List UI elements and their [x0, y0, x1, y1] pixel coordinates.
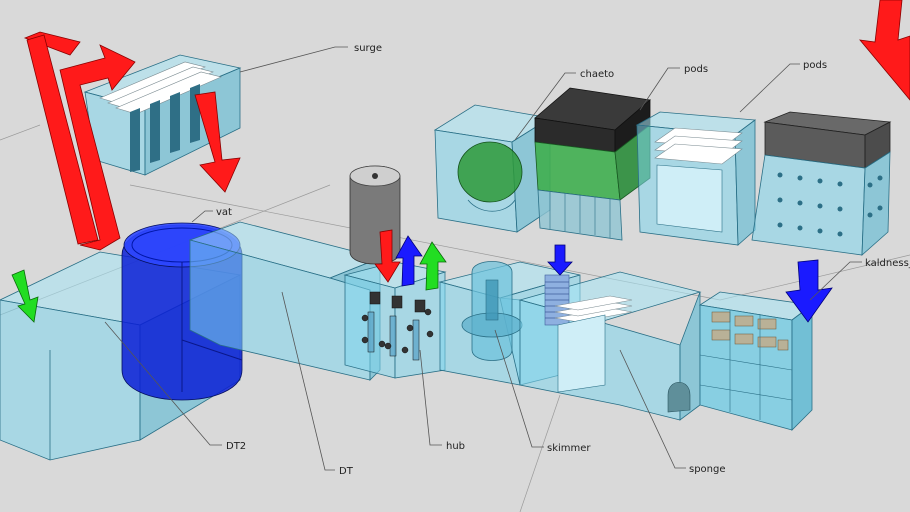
chaeto-reactor[interactable]: [433, 104, 552, 233]
red-flow-arrow-hub: [374, 229, 401, 283]
kaldness-reactor[interactable]: [698, 291, 814, 431]
red-flow-arrow: [23, 31, 136, 251]
surge-tank[interactable]: [83, 54, 242, 176]
pods-tank-2[interactable]: [751, 111, 892, 256]
pods-dots: [777, 172, 883, 237]
chaeto-light[interactable]: [534, 87, 651, 241]
chaeto-ball: [457, 141, 523, 203]
label-pods-1: pods: [684, 64, 708, 75]
label-hub: hub: [446, 441, 465, 452]
sponge-section[interactable]: [518, 271, 702, 421]
green-flow-arrow-hub: [419, 241, 447, 291]
label-vat: vat: [216, 207, 232, 218]
leader-lines: [104, 46, 862, 471]
red-flow-arrow-corner: [859, 0, 910, 101]
pods-plates: [654, 127, 743, 233]
green-flow-arrow-dt2: [11, 269, 39, 323]
label-dt: DT: [339, 466, 354, 477]
hub-section[interactable]: [343, 261, 447, 379]
label-chaeto: chaeto: [580, 69, 614, 80]
red-flow-arrow-surge-down: [194, 91, 241, 193]
sponge-plates: [554, 295, 633, 393]
label-sponge: sponge: [689, 464, 726, 475]
label-skimmer: skimmer: [547, 443, 591, 454]
label-kaldness: kaldness_V: [865, 258, 910, 269]
blue-flow-arrow-kaldness: [785, 259, 833, 323]
surge-baffles: [99, 61, 222, 172]
pods-tank-1[interactable]: [635, 111, 757, 246]
label-dt2: DT2: [226, 441, 246, 452]
kaldness-media: [711, 311, 789, 351]
label-pods-2: pods: [803, 60, 827, 71]
hub-fittings: [361, 291, 434, 361]
label-surge: surge: [354, 43, 382, 54]
blue-flow-arrow-hub: [395, 235, 423, 287]
blue-flow-arrow-sock: [547, 244, 573, 276]
media-reactor-cylinder[interactable]: [349, 165, 401, 265]
